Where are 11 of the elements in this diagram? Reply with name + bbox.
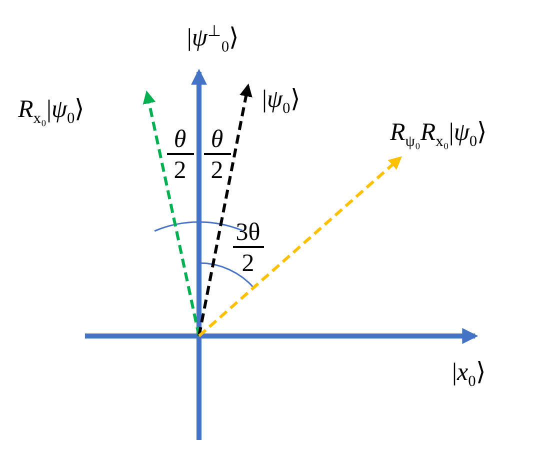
axis-label: |ψ$^{⊥}$$_{0}$⟩: [186, 24, 240, 55]
vector-label: |ψ$_{0}$⟩: [262, 87, 300, 116]
fraction-numerator: θ: [174, 127, 186, 152]
fraction-numerator: 3θ: [236, 220, 260, 245]
fraction-denominator: 2: [210, 158, 224, 183]
vector-label: R$_{x₀}$|ψ$_{0}$⟩: [18, 97, 85, 126]
fraction-denominator: 2: [242, 251, 254, 276]
vector-label: R$_{ψ₀}$R$_{x₀}$|ψ$_{0}$⟩: [390, 120, 488, 150]
axis-label: |x$_{0}$⟩: [452, 360, 486, 390]
fraction-denominator: 2: [174, 158, 186, 183]
fraction-numerator: θ: [210, 127, 224, 152]
